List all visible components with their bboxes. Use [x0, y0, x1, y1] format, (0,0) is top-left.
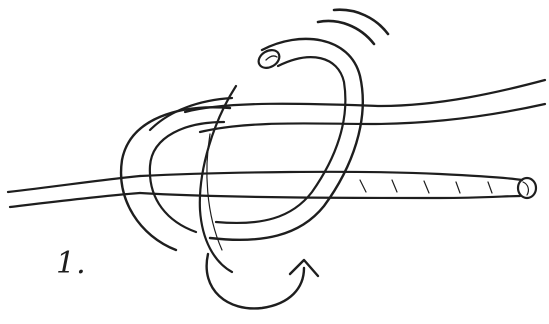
working-end	[210, 39, 363, 240]
standing-part	[8, 176, 140, 207]
rotation-arrow	[207, 254, 318, 308]
loop-back-strand	[185, 80, 545, 132]
motion-lines	[318, 10, 388, 44]
center-crossing	[200, 86, 236, 272]
step-number-label: 1.	[56, 246, 87, 281]
